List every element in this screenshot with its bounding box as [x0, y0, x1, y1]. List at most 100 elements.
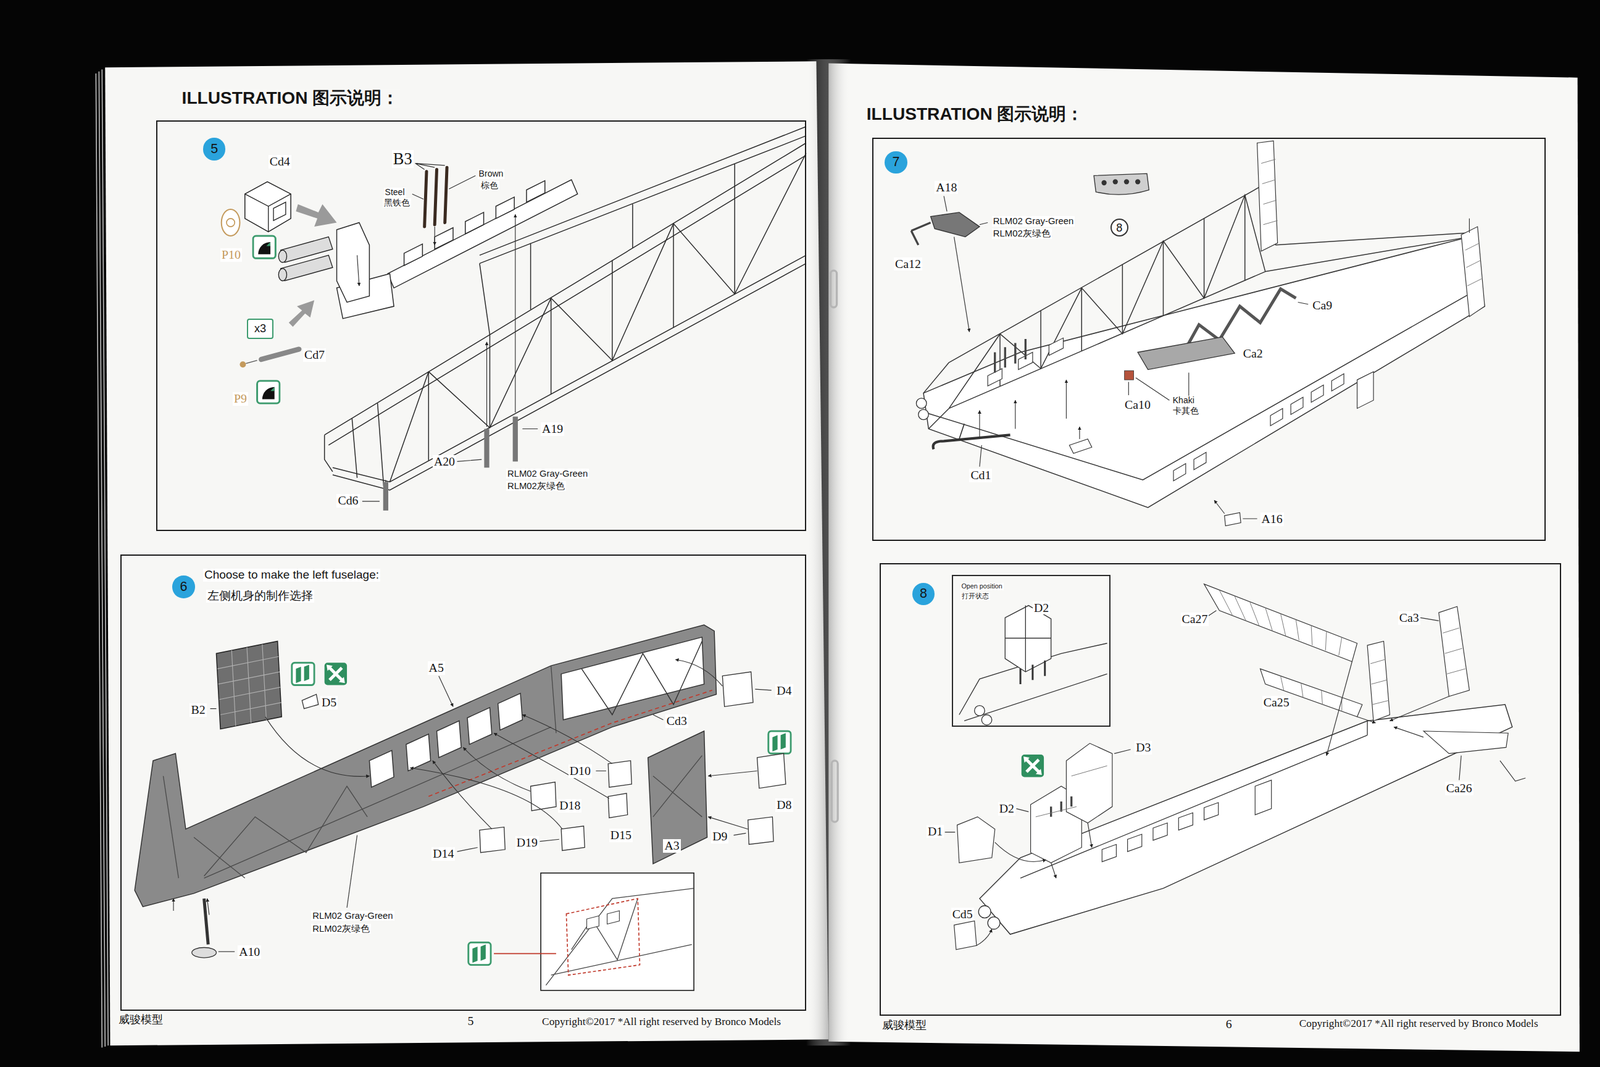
step6-illustration — [324, 662, 347, 685]
step5-illustration — [389, 153, 806, 482]
step7-illustration — [948, 195, 1265, 409]
step8-illustration — [1326, 661, 1352, 756]
step8-illustration — [1204, 583, 1358, 662]
part-number: D10 — [568, 764, 592, 778]
step6-illustration — [561, 637, 704, 720]
paint-note: 卡其色 — [1171, 406, 1200, 416]
part-number: A18 — [934, 180, 959, 195]
step-reference-text: 8 — [1116, 222, 1123, 234]
part-number: Ca10 — [1123, 398, 1152, 412]
step7-illustration — [911, 222, 931, 245]
page-number: 5 — [466, 1014, 475, 1028]
step7-illustration — [1101, 180, 1107, 186]
step6-illustration — [217, 643, 282, 726]
step7-illustration — [1261, 159, 1482, 286]
step8-illustration — [964, 673, 1107, 721]
step6-illustration — [346, 835, 358, 908]
step8-illustration — [1035, 590, 1466, 817]
step5-illustration — [514, 214, 516, 413]
part-number: Cd7 — [303, 348, 326, 362]
part-number: D15 — [609, 828, 633, 842]
step8-illustration — [981, 714, 992, 726]
paint-note: RLM02灰绿色 — [506, 480, 567, 491]
step7-illustration — [923, 183, 1475, 481]
part-number: Cd6 — [336, 493, 360, 508]
step8-illustration — [959, 605, 1108, 721]
step6-illustration — [493, 732, 610, 799]
step8-illustration — [954, 920, 977, 950]
step8-illustration — [976, 929, 992, 946]
step8-illustration — [1035, 765, 1108, 817]
part-number: P9 — [232, 391, 249, 406]
step5-illustration — [415, 163, 446, 170]
step6-illustration — [204, 898, 209, 944]
step7-illustration — [979, 410, 980, 438]
photo-background — [828, 63, 1580, 1052]
part-number: D9 — [711, 829, 729, 844]
step6-illustration — [438, 675, 454, 707]
paint-note: Brown — [477, 169, 505, 179]
step5-illustration — [357, 254, 360, 286]
step7-illustration — [1357, 371, 1374, 409]
paint-note: RLM02 Gray-Green — [311, 910, 394, 921]
step7-illustration — [1257, 140, 1278, 252]
step7-illustration — [1124, 370, 1134, 380]
step5-illustration — [261, 349, 299, 360]
step6-illustration — [301, 693, 318, 709]
part-number: A20 — [432, 454, 457, 469]
detail-inset: Open position打开状态D2 — [951, 574, 1110, 727]
step6-illustration — [265, 716, 370, 777]
part-number: Cd5 — [951, 907, 975, 921]
step5-illustration — [412, 175, 476, 199]
step5-illustration — [245, 360, 257, 364]
step5-illustration — [324, 143, 807, 446]
step5-illustration — [324, 126, 807, 491]
step7-illustration — [1173, 373, 1344, 481]
copyright-note: Copyright©2017 *All right reserved by Br… — [540, 1015, 783, 1028]
step8-illustration — [979, 704, 1513, 934]
part-number: D8 — [775, 798, 793, 812]
part-number: B3 — [391, 150, 414, 168]
part-number: B2 — [189, 703, 207, 717]
step5-illustration — [278, 250, 287, 263]
step-number: 7 — [884, 151, 907, 174]
part-number: P10 — [220, 248, 242, 262]
step6-illustration — [462, 746, 531, 791]
step6-illustration — [708, 816, 748, 830]
inset-note: Open position — [960, 582, 1004, 591]
part-number: D5 — [320, 695, 338, 710]
step8-illustration — [1254, 779, 1271, 815]
publisher-name: 威骏模型 — [117, 1012, 165, 1026]
step5-illustration — [357, 163, 539, 502]
step7-illustration — [1124, 179, 1130, 184]
step6-illustration — [207, 898, 210, 915]
step6-illustration — [468, 941, 491, 965]
part-number: A3 — [662, 838, 681, 853]
step6-illustration — [561, 825, 585, 851]
part-number: A5 — [427, 661, 446, 675]
step5-illustration — [253, 235, 276, 259]
step5-illustration — [221, 209, 241, 236]
step7-illustration — [1265, 183, 1470, 272]
step8-illustration — [1260, 668, 1363, 717]
step8-illustration — [1051, 796, 1072, 817]
step6-illustration — [653, 755, 702, 817]
step6-illustration — [493, 953, 557, 955]
quantity-box: x3 — [246, 318, 274, 339]
step6-illustration — [540, 872, 694, 991]
step7-illustration — [1066, 379, 1067, 419]
step-reference: 8 — [1110, 218, 1130, 238]
part-number: D2 — [998, 801, 1016, 816]
step8-illustration — [1389, 696, 1449, 721]
step-panel: 5x3Cd4B3Steel黑铁色Brown棕色P10Cd7P9A19A20RLM… — [156, 120, 807, 531]
step6-illustration — [581, 640, 702, 715]
step6-illustration — [291, 662, 315, 685]
step8-illustration — [954, 583, 1509, 950]
step7-illustration — [943, 195, 1470, 519]
step7-illustration — [948, 183, 1265, 409]
step5-illustration — [434, 226, 436, 246]
paint-note: Steel — [383, 187, 407, 197]
step6-illustration — [530, 782, 557, 811]
